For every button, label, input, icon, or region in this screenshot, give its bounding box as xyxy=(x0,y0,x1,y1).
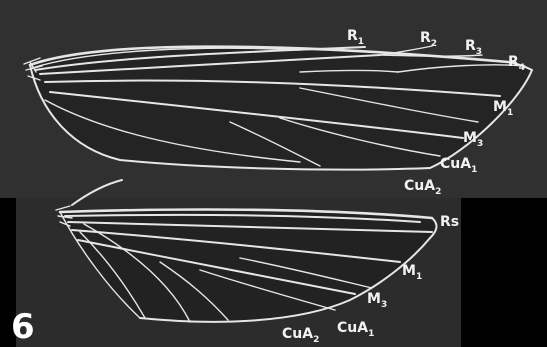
forewing-membrane xyxy=(30,47,532,170)
plate-number: 6 xyxy=(11,307,35,347)
hindwing-label-rs: Rs xyxy=(440,214,459,230)
